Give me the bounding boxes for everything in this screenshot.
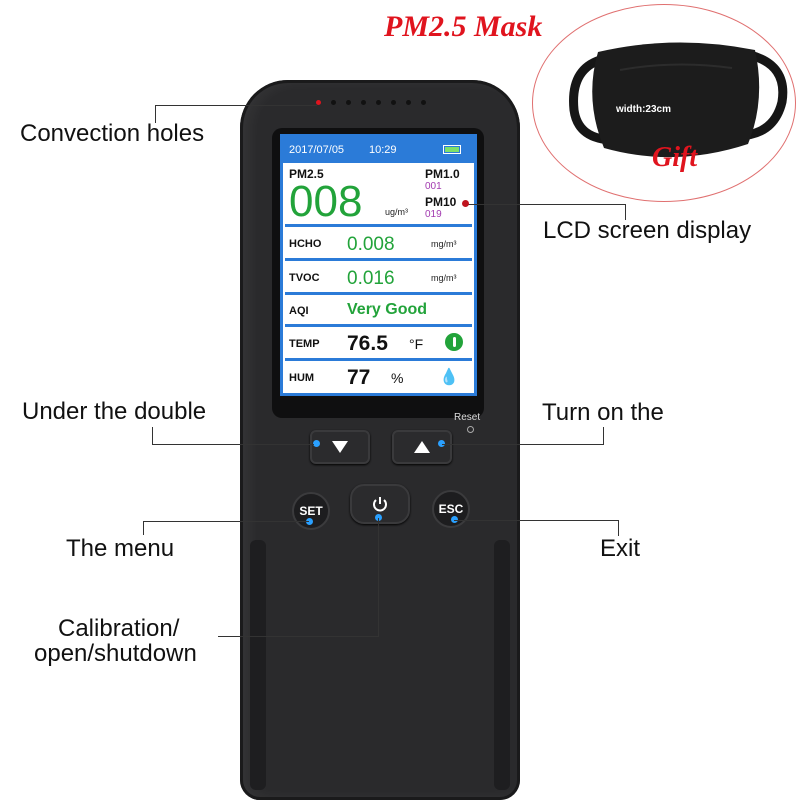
left-grip — [250, 540, 266, 790]
temp-unit: °F — [409, 336, 424, 352]
set-indicator — [306, 518, 313, 525]
aqi-row: AQI Very Good — [285, 295, 472, 327]
lcd-screen: 2017/07/05 10:29 PM2.5 008 ug/m³ PM1.0 0… — [280, 134, 477, 396]
callout-line-under-h — [152, 444, 314, 445]
reset-pinhole[interactable] — [467, 426, 474, 433]
callout-line-lcd-h — [466, 204, 626, 205]
callout-line-exit-v — [618, 520, 619, 536]
convection-hole — [376, 100, 381, 105]
tvoc-row: TVOC 0.016 mg/m³ — [285, 261, 472, 295]
hcho-value: 0.008 — [347, 234, 395, 255]
callout-line-convection-v — [155, 105, 156, 123]
tvoc-label: TVOC — [289, 272, 320, 284]
aqi-label: AQI — [289, 305, 309, 317]
hum-unit: % — [391, 370, 404, 386]
pm25-value: 008 — [289, 177, 363, 226]
label-lcd-screen: LCD screen display — [543, 217, 752, 244]
hum-label: HUM — [289, 372, 315, 384]
label-open-shutdown: open/shutdown — [34, 640, 197, 667]
face-mask-image — [569, 42, 788, 158]
esc-button[interactable]: ESC — [432, 490, 470, 528]
date-text: 2017/07/05 — [289, 144, 345, 156]
lcd-pointer-dot — [462, 200, 469, 207]
temp-value: 76.5 — [347, 332, 388, 355]
callout-line-under-v — [152, 427, 153, 445]
down-button[interactable] — [310, 430, 370, 464]
convection-holes — [316, 100, 436, 108]
callout-line-menu-h — [143, 521, 309, 522]
callout-line-power-h — [218, 636, 379, 637]
aqi-value: Very Good — [347, 301, 428, 318]
status-bar: 2017/07/05 10:29 — [283, 137, 474, 163]
convection-hole — [316, 100, 321, 105]
pm25-label: PM2.5 — [289, 167, 324, 181]
label-calibration: Calibration/ — [58, 615, 180, 642]
pm10-label: PM10 — [425, 195, 457, 209]
callout-line-menu-v — [143, 521, 144, 535]
callout-line-turnon-h — [442, 444, 604, 445]
mask-title: PM2.5 Mask — [384, 10, 543, 43]
convection-hole — [361, 100, 366, 105]
up-indicator — [438, 440, 445, 447]
label-convection-holes: Convection holes — [20, 120, 205, 147]
hcho-label: HCHO — [289, 238, 322, 250]
up-button[interactable] — [392, 430, 452, 464]
triangle-up-icon — [414, 441, 430, 453]
callout-line-convection-h — [155, 105, 317, 106]
label-turn-on: Turn on the — [542, 399, 664, 426]
callout-line-exit-h — [454, 520, 619, 521]
convection-hole — [421, 100, 426, 105]
hcho-row: HCHO 0.008 mg/m³ — [285, 227, 472, 261]
convection-hole — [331, 100, 336, 105]
callout-line-turnon-v — [603, 427, 604, 445]
label-menu: The menu — [66, 535, 175, 562]
tvoc-value: 0.016 — [347, 268, 395, 289]
callout-line-power-v — [378, 518, 379, 636]
hum-value: 77 — [347, 366, 371, 389]
label-exit: Exit — [600, 535, 641, 562]
convection-hole — [346, 100, 351, 105]
temp-row: TEMP 76.5 °F — [285, 327, 472, 361]
battery-icon — [443, 145, 461, 154]
pm10-value: 019 — [425, 209, 442, 220]
power-indicator — [375, 514, 382, 521]
set-button[interactable]: SET — [292, 492, 330, 530]
right-grip — [494, 540, 510, 790]
mask-width-label: width:23cm — [616, 104, 672, 115]
water-drops-icon: 💧 — [439, 369, 459, 386]
convection-hole — [406, 100, 411, 105]
convection-hole — [391, 100, 396, 105]
pm25-unit: ug/m³ — [385, 207, 409, 217]
label-under-double: Under the double — [22, 398, 207, 425]
pm1-value: 001 — [425, 181, 442, 192]
temp-label: TEMP — [289, 338, 320, 350]
pm-row: PM2.5 008 ug/m³ PM1.0 001 PM10 019 — [285, 163, 472, 227]
time-text: 10:29 — [369, 144, 397, 156]
hcho-unit: mg/m³ — [431, 239, 457, 249]
down-indicator — [313, 440, 320, 447]
hum-row: HUM 77 % 💧 — [285, 361, 472, 393]
triangle-down-icon — [332, 441, 348, 453]
pm1-label: PM1.0 — [425, 167, 460, 181]
callout-line-lcd-v — [625, 204, 626, 220]
power-icon — [373, 497, 387, 512]
esc-indicator — [451, 516, 458, 523]
gift-label: Gift — [652, 142, 698, 173]
tvoc-unit: mg/m³ — [431, 273, 457, 283]
reset-label: Reset — [454, 412, 481, 423]
thermometer-icon — [445, 333, 463, 351]
